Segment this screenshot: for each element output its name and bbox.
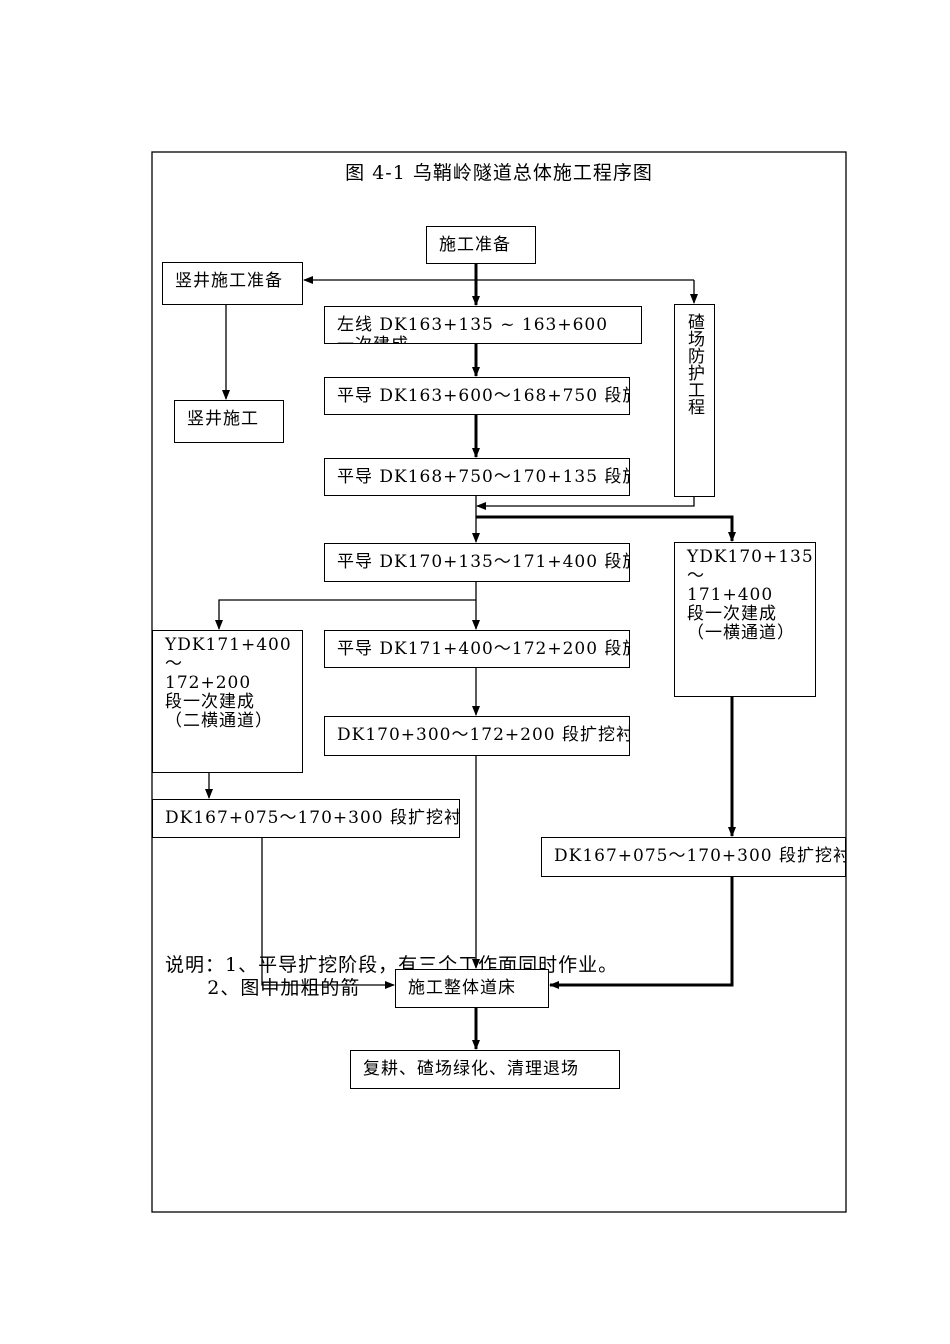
box-dk167-right: DK167+075～170+300 段扩挖衬砌	[541, 837, 846, 877]
box-ydk171: YDK171+400～ 172+200 段一次建成 （二横通道）	[152, 630, 303, 773]
arrow-to-ydk170	[476, 515, 736, 542]
box-left-line: 左线 DK163+135 ~ 163+600 一次建成	[324, 306, 642, 344]
note-line-2: 2、图中加粗的箭	[165, 977, 361, 999]
arrow-dk167-left-to-track	[261, 838, 395, 989]
box-shaft: 竖井施工	[174, 400, 284, 443]
diagram-title: 图 4-1 乌鞘岭隧道总体施工程序图	[345, 162, 653, 184]
arrow-to-ydk171	[215, 599, 476, 630]
box-pd1: 平导 DK163+600～168+750 段施工	[324, 377, 630, 415]
box-shaft-prep: 竖井施工准备	[162, 262, 303, 305]
box-dk170: DK170+300～172+200 段扩挖衬砌	[324, 716, 630, 756]
box-dk167-left: DK167+075～170+300 段扩挖衬砌	[152, 799, 460, 838]
box-prep: 施工准备	[426, 226, 536, 264]
box-pd2: 平导 DK168+750～170+135 段施工	[324, 458, 630, 496]
box-track-bed: 施工整体道床	[395, 969, 549, 1008]
box-spoil-protection: 碴场防护工程	[674, 304, 715, 497]
arrow-spoil-merge	[476, 497, 695, 510]
box-final: 复耕、碴场绿化、清理退场	[350, 1050, 620, 1089]
arrow-dk167-right-to-track	[549, 877, 734, 989]
box-pd3: 平导 DK170+135～171+400 段施工	[324, 543, 630, 582]
box-pd4: 平导 DK171+400～172+200 段施工	[324, 630, 630, 668]
box-ydk170: YDK170+135～ 171+400 段一次建成 （一横通道）	[674, 542, 816, 697]
